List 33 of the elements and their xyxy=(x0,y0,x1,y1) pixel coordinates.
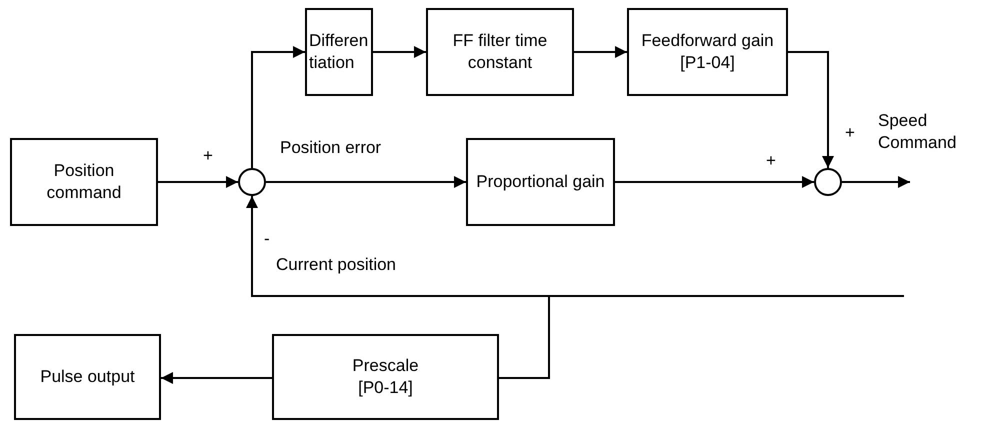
box-label: Position command xyxy=(46,160,122,204)
process-box xyxy=(10,138,158,226)
summing-junction xyxy=(238,168,266,196)
connector-line xyxy=(499,295,904,379)
box-label: [P1-04] xyxy=(680,52,735,74)
arrow xyxy=(574,46,627,58)
signal-label: + xyxy=(203,145,213,167)
arrow xyxy=(158,176,238,188)
process-box xyxy=(272,334,499,420)
signal-label: - xyxy=(264,228,270,250)
process-box xyxy=(426,8,574,96)
signal-label: + xyxy=(766,150,776,172)
box-label: Pulse output xyxy=(40,366,135,388)
arrow xyxy=(615,176,814,188)
process-box xyxy=(14,334,161,420)
process-box xyxy=(305,8,373,96)
box-label: Prescale xyxy=(352,355,419,377)
arrow xyxy=(842,176,910,188)
arrow xyxy=(788,51,834,168)
box-label: [P0-14] xyxy=(358,377,413,399)
box-label: Differentiation xyxy=(309,30,369,74)
process-box xyxy=(627,8,788,96)
arrow xyxy=(161,372,272,384)
signal-label: + xyxy=(845,122,855,144)
box-label: Proportional gain xyxy=(476,171,605,193)
box-label: Feedforward gain xyxy=(641,30,774,52)
box-label: FF filter time constant xyxy=(452,30,548,74)
signal-label: Current position xyxy=(276,254,396,276)
arrow xyxy=(251,46,305,168)
arrow xyxy=(266,176,466,188)
summing-junction xyxy=(814,168,842,196)
process-box xyxy=(466,138,615,226)
arrow xyxy=(373,46,426,58)
